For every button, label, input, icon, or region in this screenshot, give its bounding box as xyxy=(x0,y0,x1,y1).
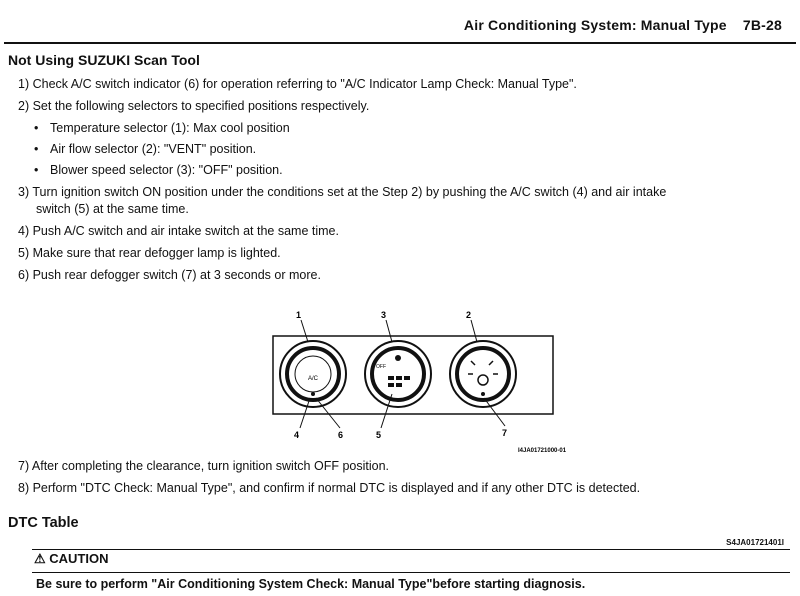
step-6: 6) Push rear defogger switch (7) at 3 se… xyxy=(18,268,321,282)
callouts: 1 3 2 4 6 5 7 xyxy=(294,310,507,440)
caution-text: Be sure to perform "Air Conditioning Sys… xyxy=(36,577,586,591)
step-1: 1) Check A/C switch indicator (6) for op… xyxy=(18,77,577,91)
callout-4: 4 xyxy=(294,430,299,440)
section-title: Not Using SUZUKI Scan Tool xyxy=(8,52,200,68)
bullet-air-flow: Air flow selector (2): "VENT" position. xyxy=(34,141,788,158)
warning-triangle-icon: ⚠ xyxy=(34,551,46,566)
step-5: 5) Make sure that rear defogger lamp is … xyxy=(18,246,281,260)
step-2: 2) Set the following selectors to specif… xyxy=(18,99,370,113)
ac-label: A/C xyxy=(308,376,319,382)
caution-heading: ⚠ CAUTION xyxy=(34,551,109,567)
step-8: 8) Perform "DTC Check: Manual Type", and… xyxy=(18,481,641,495)
step-3-cont: switch (5) at the same time. xyxy=(36,202,189,216)
off-label: OFF xyxy=(376,364,386,370)
procedure-steps-continued: 7) After completing the clearance, turn … xyxy=(18,458,788,502)
callout-5: 5 xyxy=(376,430,381,440)
callout-1: 1 xyxy=(296,310,301,320)
header-rule xyxy=(4,42,796,44)
air-flow-dial xyxy=(449,340,517,408)
page-number: 7B-28 xyxy=(742,17,782,33)
callout-6: 6 xyxy=(338,430,343,440)
selector-list: Temperature selector (1): Max cool posit… xyxy=(34,120,788,179)
bullet-temperature: Temperature selector (1): Max cool posit… xyxy=(34,120,788,137)
step-4: 4) Push A/C switch and air intake switch… xyxy=(18,224,339,238)
step-7: 7) After completing the clearance, turn … xyxy=(18,459,390,473)
dtc-table-title: DTC Table xyxy=(8,515,79,531)
step-3: 3) Turn ignition switch ON position unde… xyxy=(18,185,667,199)
callout-lines xyxy=(299,319,506,429)
blower-speed-dial: OFF xyxy=(364,340,432,408)
caution-rule-mid xyxy=(32,572,790,573)
callout-2: 2 xyxy=(466,310,471,320)
figure-code: I4JA01721000-01 xyxy=(518,448,567,454)
dtc-table-code: S4JA01721401I xyxy=(726,538,784,547)
temperature-dial: A/C xyxy=(279,340,347,408)
chapter-title: Air Conditioning System: Manual Type xyxy=(463,17,727,33)
page-header: Air Conditioning System: Manual Type 7B-… xyxy=(0,0,800,46)
bullet-blower: Blower speed selector (3): "OFF" positio… xyxy=(34,162,788,179)
caution-label: CAUTION xyxy=(49,551,109,566)
callout-3: 3 xyxy=(381,310,386,320)
procedure-steps: 1) Check A/C switch indicator (6) for op… xyxy=(18,76,788,289)
ac-control-panel-figure: A/C OFF 1 3 2 4 6 5 7 I4J xyxy=(272,310,567,454)
callout-7: 7 xyxy=(502,428,507,438)
caution-rule-top xyxy=(32,549,790,550)
header-title: Air Conditioning System: Manual Type 7B-… xyxy=(452,17,782,33)
rear-defogger-icon xyxy=(477,374,489,386)
